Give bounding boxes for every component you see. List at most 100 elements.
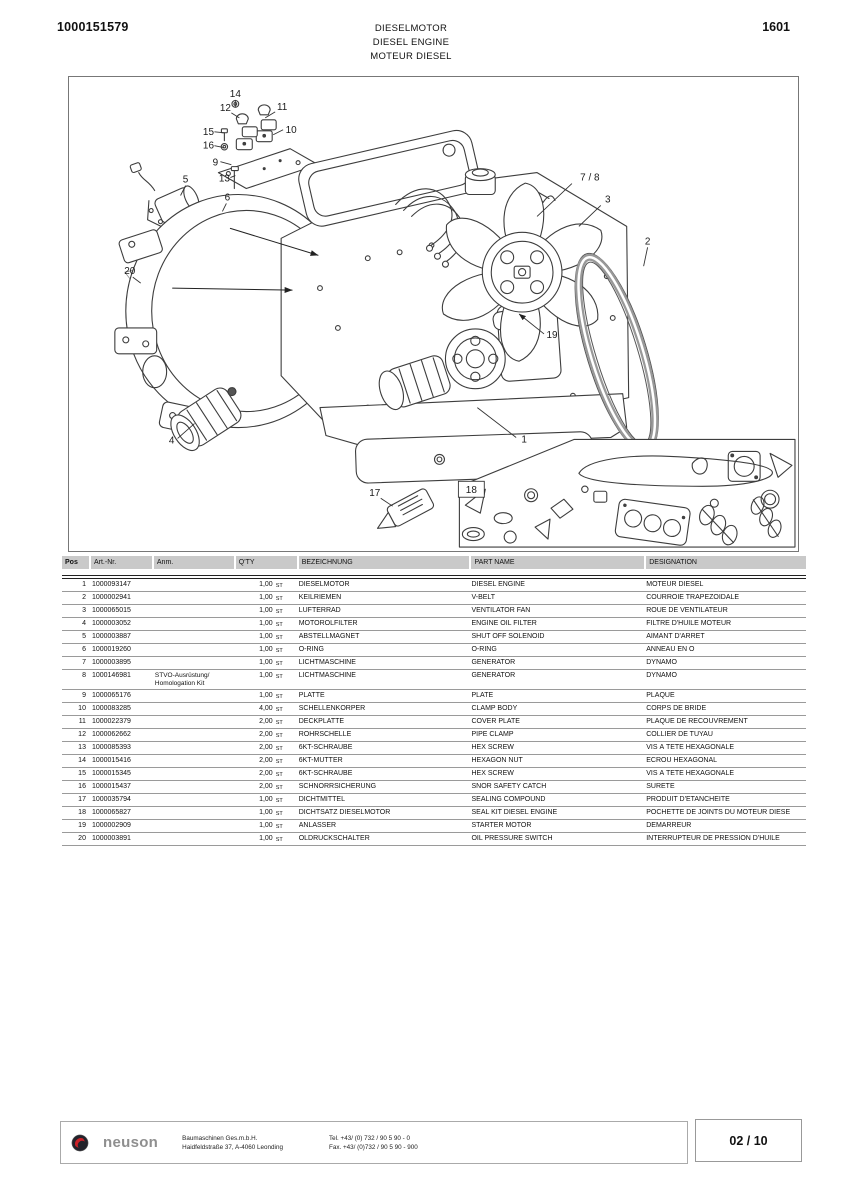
callout-label: 16: [203, 141, 215, 152]
cell-bezeichnung: 6KT-SCHRAUBE: [298, 744, 353, 751]
cell-pos: 16: [78, 783, 86, 790]
cell-pos: 17: [78, 796, 86, 803]
cell-art-nr: 1000015416: [91, 757, 131, 764]
parts-table: Pos Art.-Nr. Anm. Q'TY BEZEICHNUNG PART …: [62, 556, 807, 846]
cell-bezeichnung: 6KT-MUTTER: [298, 757, 343, 764]
cell-bezeichnung: LICHTMASCHINE: [298, 659, 356, 666]
cell-bezeichnung: SCHNORRSICHERUNG: [298, 783, 377, 790]
header-divider: [62, 575, 806, 579]
cell-bezeichnung: LÜFTERRAD: [298, 607, 341, 614]
cell-art-nr: 1000003895: [91, 659, 131, 666]
cell-art-nr: 1000003891: [91, 835, 131, 842]
cell-art-nr: 1000019260: [91, 646, 131, 653]
title-german: DIESELMOTOR: [374, 23, 448, 34]
cell-part-name: HEX SCREW: [471, 744, 514, 751]
cell-designation: COLLIER DE TUYAU: [646, 731, 713, 738]
cell-art-nr: 1000083285: [91, 705, 131, 712]
cell-bezeichnung: DICHTMITTEL: [298, 796, 345, 803]
cell-anm: STVO-Ausrüstung/ Homologation Kit: [154, 672, 210, 687]
contact-numbers: Tel. +43/ (0) 732 / 90 5 90 - 0 Fax. +43…: [329, 1134, 418, 1152]
cell-designation: MOTEUR DIESEL: [646, 581, 704, 588]
col-header-part-name: PART NAME: [471, 556, 645, 569]
callout-label: 14: [230, 89, 242, 100]
cell-bezeichnung: SCHELLENKÖRPER: [298, 705, 366, 712]
cell-bezeichnung: LICHTMASCHINE: [298, 672, 356, 679]
cell-designation: COURROIE TRAPÉZOÏDALE: [646, 594, 740, 601]
cell-bezeichnung: ABSTELLMAGNET: [298, 633, 360, 640]
cell-designation: FILTRE D'HUILE MOTEUR: [646, 620, 732, 627]
cell-art-nr: 1000002909: [91, 822, 131, 829]
cell-part-name: SHUT OFF SOLENOID: [471, 633, 545, 640]
callout-leader-line: [214, 131, 225, 134]
callout-label: 7 / 8: [580, 173, 600, 184]
cell-designation: PRODUIT D'ÉTANCHÉITÉ: [646, 796, 730, 803]
cell-art-nr: 1000065827: [91, 809, 131, 816]
cell-part-name: HEXAGON NUT: [471, 757, 523, 764]
callout-label: 6: [225, 192, 231, 203]
callout-leader-line: [231, 112, 240, 119]
cell-art-nr: 1000085393: [91, 744, 131, 751]
cell-bezeichnung: PLATTE: [298, 692, 325, 699]
cell-art-nr: 1000015437: [91, 783, 131, 790]
engine-illustration: [114, 99, 796, 548]
callout-leader-line: [272, 129, 284, 136]
cell-art-nr: 1000003052: [91, 620, 131, 627]
cell-part-name: PLATE: [471, 692, 494, 699]
callout-label: 15: [203, 127, 215, 138]
col-header-qty: Q'TY: [235, 556, 297, 569]
cell-part-name: VENTILATOR FAN: [471, 607, 531, 614]
callout-label: 9: [213, 158, 219, 169]
cell-pos: 13: [78, 744, 86, 751]
callout-label: 20: [124, 266, 136, 277]
cell-part-name: STARTER MOTOR: [471, 822, 532, 829]
cell-part-name: SEALING COMPOUND: [471, 796, 546, 803]
cell-art-nr: 1000035794: [91, 796, 131, 803]
cell-pos: 2: [82, 594, 86, 601]
phone-number: Tel. +43/ (0) 732 / 90 5 90 - 0: [328, 1134, 411, 1142]
callout-leader-line: [180, 185, 186, 196]
cell-pos: 10: [78, 705, 86, 712]
callout-leader-line: [230, 175, 236, 178]
cell-part-name: V-BELT: [471, 594, 496, 601]
cell-part-name: SNOR SAFETY CATCH: [471, 783, 547, 790]
cell-designation: INTERRUPTEUR DE PRESSION D'HUILE: [646, 835, 780, 842]
cell-designation: VIS À TÊTE HEXAGONALE: [646, 744, 735, 751]
col-header-designation: DESIGNATION: [646, 556, 807, 569]
cell-pos: 14: [78, 757, 86, 764]
title-french: MOTEUR DIESEL: [370, 51, 452, 62]
fax-number: Fax. +43/ (0)732 / 90 5 90 - 900: [328, 1143, 418, 1151]
cell-pos: 11: [78, 718, 86, 725]
callout-leader-line: [264, 111, 276, 119]
cell-part-name: COVER PLATE: [471, 718, 520, 725]
cell-bezeichnung: 6KT-SCHRAUBE: [298, 770, 353, 777]
cell-designation: CORPS DE BRIDE: [646, 705, 707, 712]
company-address: Baumaschinen Ges.m.b.H. Haidfeldstraße 3…: [182, 1134, 283, 1152]
callout-leader-line: [214, 145, 225, 149]
callout-label: 18: [466, 485, 478, 496]
company-street: Haidfeldstraße 37, A-4060 Leonding: [182, 1143, 283, 1151]
